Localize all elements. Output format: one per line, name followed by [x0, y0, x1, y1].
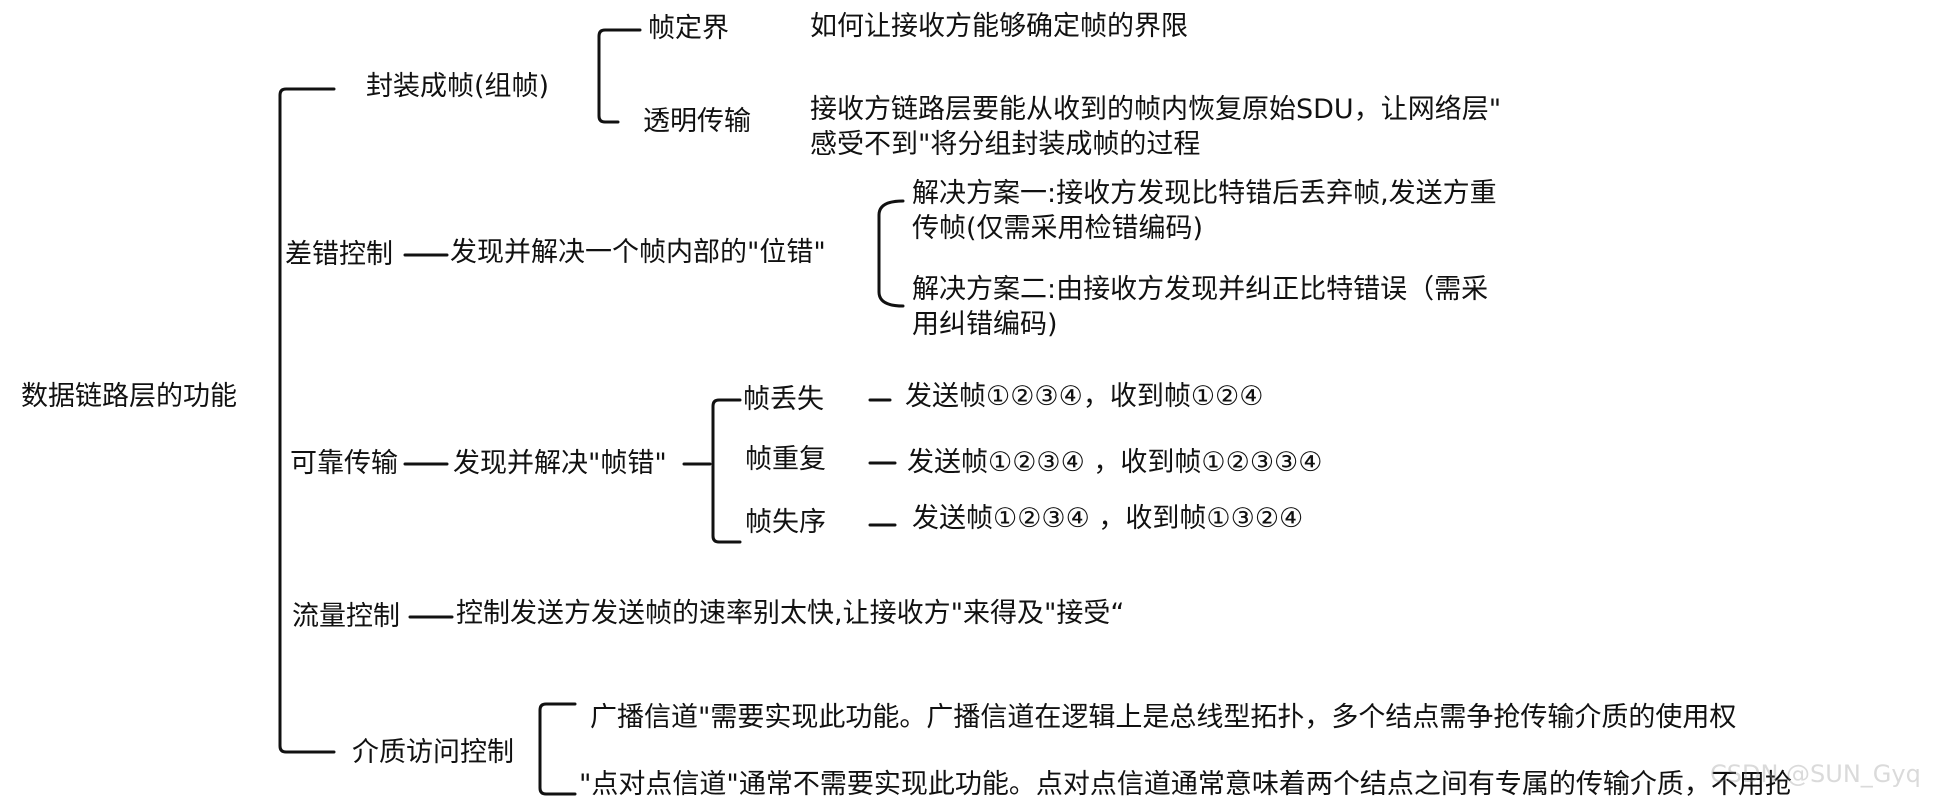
branch-reliable-transfer: 可靠传输	[290, 448, 398, 479]
solution-one-line2: 传帧(仅需采用检错编码)	[912, 213, 1204, 244]
case-frame-duplicate: 帧重复	[745, 444, 826, 475]
flow-control-desc: 控制发送方发送帧的速率别太快,让接收方"来得及"接受“	[456, 598, 1125, 629]
root-bracket	[278, 87, 336, 754]
desc-frame-delimiting: 如何让接收方能够确定帧的界限	[810, 11, 1188, 42]
branch-mac: 介质访问控制	[352, 737, 514, 768]
case-frame-duplicate-detail: 发送帧①②③④ ，收到帧①②③③④	[907, 447, 1323, 478]
solution-two-line1: 解决方案二:由接收方发现并纠正比特错误（需采	[912, 274, 1489, 305]
case-frame-loss: 帧丢失	[743, 384, 824, 415]
error-control-desc: 发现并解决一个帧内部的"位错"	[450, 237, 826, 268]
case-frame-disorder: 帧失序	[745, 507, 826, 538]
branch-encapsulation: 封装成帧(组帧)	[366, 71, 550, 102]
desc-transparent-line1: 接收方链路层要能从收到的帧内恢复原始SDU，让网络层"	[810, 94, 1502, 125]
sub-transparent-transfer: 透明传输	[643, 106, 751, 137]
reliable-bracket	[711, 398, 742, 544]
reliable-desc: 发现并解决"帧错"	[453, 448, 667, 479]
desc-transparent-line2: 感受不到"将分组封装成帧的过程	[810, 129, 1201, 160]
solution-one-line1: 解决方案一:接收方发现比特错后丢弃帧,发送方重	[912, 178, 1497, 209]
mac-bracket	[538, 702, 577, 796]
encap-bracket	[597, 28, 642, 124]
mac-p2p-desc: "点对点信道"通常不需要实现此功能。点对点信道通常意味着两个结点之间有专属的传输…	[579, 769, 1792, 800]
case-frame-disorder-detail: 发送帧①②③④ ，收到帧①③②④	[912, 503, 1304, 534]
case-frame-loss-detail: 发送帧①②③④，收到帧①②④	[905, 381, 1264, 412]
branch-flow-control: 流量控制	[292, 601, 400, 632]
solution-two-line2: 用纠错编码)	[912, 309, 1058, 340]
mac-broadcast-desc: 广播信道"需要实现此功能。广播信道在逻辑上是总线型拓扑，多个结点需争抢传输介质的…	[590, 702, 1737, 733]
watermark: CSDN @SUN_Gyq	[1710, 760, 1921, 788]
root-label: 数据链路层的功能	[21, 381, 237, 412]
sub-frame-delimiting: 帧定界	[648, 13, 729, 44]
branch-error-control: 差错控制	[285, 239, 393, 270]
error-bracket	[877, 199, 905, 308]
